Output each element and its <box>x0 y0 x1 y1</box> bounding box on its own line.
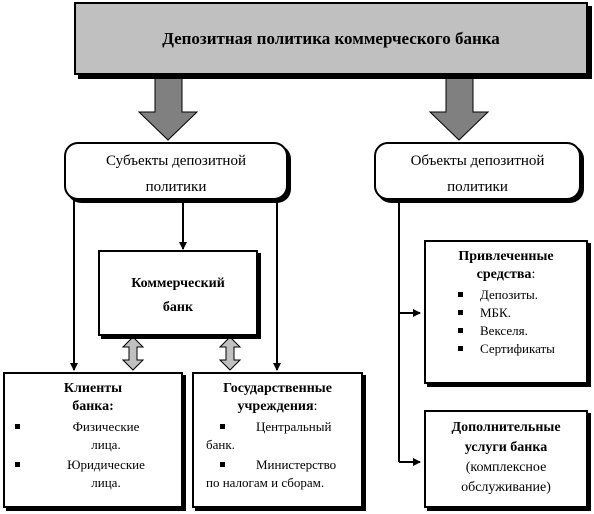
attracted-funds-box: Привлеченные средства: Депозиты. МБК. Ве… <box>424 240 588 384</box>
subjects-box: Субъекты депозитной политики <box>64 142 288 200</box>
attracted-title-line2: средства <box>476 267 532 282</box>
objects-line1: Объекты депозитной <box>410 153 545 169</box>
gov-box: Государственные учреждения: Центральный … <box>192 372 363 508</box>
extra-title-line2: услуги банка <box>464 440 548 455</box>
clients-list: Физические лица. Юридические лица. <box>5 418 181 492</box>
gov-list: Центральный банк. Министерство по налога… <box>194 418 361 492</box>
list-item: МБК. <box>426 304 586 322</box>
commercial-bank-box: Коммерческий банк <box>98 250 258 336</box>
list-item: Физические лица. <box>15 418 181 454</box>
objects-box: Объекты депозитной политики <box>374 142 581 200</box>
list-item: Векселя. <box>426 322 586 340</box>
attracted-title-colon: : <box>531 267 536 282</box>
list-item: Сертификаты <box>426 340 586 358</box>
attracted-title-line1: Привлеченные <box>458 249 554 264</box>
additional-services-box: Дополнительные услуги банка (комплексное… <box>424 410 588 508</box>
title-text: Депозитная политика коммерческого банка <box>162 28 500 48</box>
extra-line4: обслуживание) <box>461 480 551 495</box>
double-arrow-bank-clients <box>121 336 145 371</box>
list-item: Центральный банк. <box>206 418 361 454</box>
extra-line3: (комплексное <box>465 460 547 475</box>
gov-title-colon: : <box>313 399 318 414</box>
objects-line2: политики <box>447 179 508 195</box>
bank-line1: Коммерческий <box>131 276 225 291</box>
gov-title-line2: учреждения <box>237 399 314 414</box>
big-arrow-right <box>428 77 490 141</box>
bank-line2: банк <box>162 300 194 315</box>
clients-box: Клиенты банка: Физические лица. Юридичес… <box>3 372 183 508</box>
clients-title-line1: Клиенты <box>63 381 123 396</box>
subjects-line2: политики <box>145 179 207 195</box>
list-item: Юридические лица. <box>15 456 181 492</box>
clients-title-line2: банка: <box>72 399 114 414</box>
gov-title-line1: Государственные <box>223 381 332 396</box>
subjects-line1: Субъекты депозитной <box>106 153 246 169</box>
big-arrow-left <box>137 77 199 141</box>
double-arrow-bank-gov <box>218 336 242 371</box>
attracted-list: Депозиты. МБК. Векселя. Сертификаты <box>426 286 586 358</box>
diagram-title: Депозитная политика коммерческого банка <box>74 2 588 75</box>
list-item: Депозиты. <box>426 286 586 304</box>
extra-title-line1: Дополнительные <box>451 420 561 435</box>
list-item: Министерство по налогам и сборам. <box>206 456 361 492</box>
